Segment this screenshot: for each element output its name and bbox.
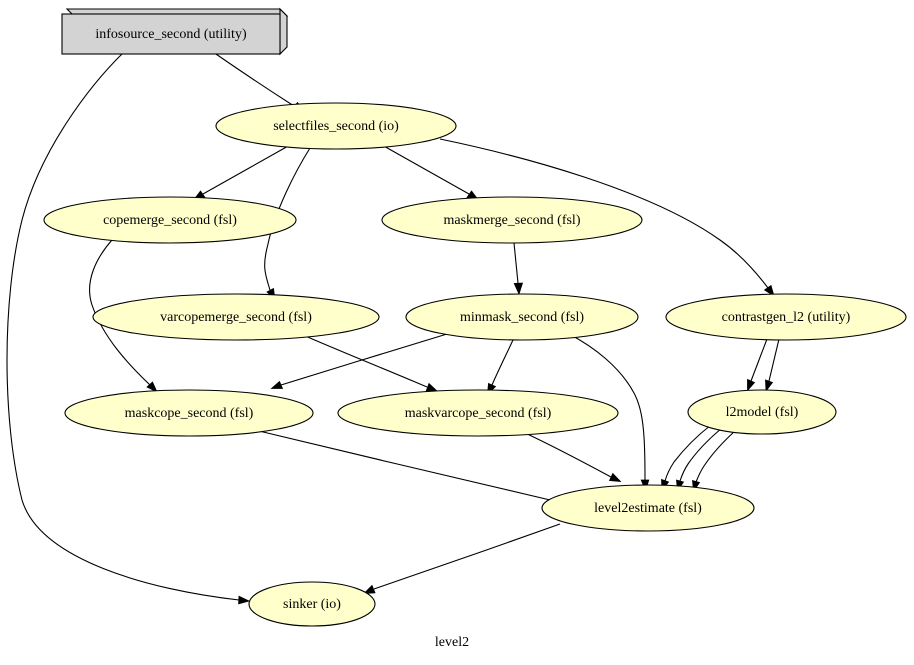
node-shape-selectfiles-second (215, 102, 457, 150)
edge-maskmerge-to-minmask (513, 242, 524, 296)
node-maskcope-second[interactable]: maskcope_second (fsl) (64, 389, 314, 437)
node-shape-contrastgen-l2 (665, 293, 907, 341)
node-label-maskvarcope-second: maskvarcope_second (fsl) (405, 406, 552, 421)
node-maskmerge-second[interactable]: maskmerge_second (fsl) (381, 196, 643, 244)
edge-layer (6, 51, 780, 605)
edge-level2estimate-to-sinker (362, 523, 561, 594)
edge-contrastgen-to-l2model-a (747, 338, 768, 392)
node-shape-maskmerge-second (381, 196, 643, 244)
node-label-infosource-second: infosource_second (utility) (95, 27, 247, 42)
node-shape-maskvarcope-second (337, 389, 619, 437)
node-shape-sinker (248, 581, 376, 627)
node-maskvarcope-second[interactable]: maskvarcope_second (fsl) (337, 389, 619, 437)
node-varcopemerge-second[interactable]: varcopemerge_second (fsl) (92, 293, 380, 341)
node-level2estimate[interactable]: level2estimate (fsl) (541, 484, 755, 532)
edge-minmask-to-maskvarcope (487, 339, 514, 396)
edge-infosource-to-sinker (6, 51, 251, 605)
edge-l2model-to-level2estimate-c (692, 430, 736, 493)
node-shape-varcopemerge-second (92, 293, 380, 341)
edge-selectfiles-to-contrastgen (439, 138, 775, 297)
node-copemerge-second[interactable]: copemerge_second (fsl) (43, 196, 297, 244)
node-layer: infosource_second (utility) selectfiles_… (43, 7, 907, 627)
edge-maskcope-to-level2estimate (258, 430, 579, 509)
node-minmask-second[interactable]: minmask_second (fsl) (405, 293, 639, 341)
node-label-maskmerge-second: maskmerge_second (fsl) (444, 213, 581, 228)
node-label-sinker: sinker (io) (283, 597, 341, 612)
box3d-right-face (279, 7, 288, 56)
node-shape-maskcope-second (64, 389, 314, 437)
node-label-minmask-second: minmask_second (fsl) (460, 310, 584, 325)
edge-selectfiles-to-copemerge (193, 144, 291, 201)
edge-l2model-to-level2estimate-b (676, 427, 723, 493)
node-label-varcopemerge-second: varcopemerge_second (fsl) (160, 310, 312, 325)
node-shape-copemerge-second (43, 196, 297, 244)
box3d-front-face (61, 13, 281, 55)
node-l2model[interactable]: l2model (fsl) (687, 389, 837, 435)
edge-copemerge-to-maskcope (89, 239, 158, 393)
node-infosource-second[interactable]: infosource_second (utility) (61, 7, 289, 56)
edge-minmask-to-maskcope (270, 333, 448, 389)
node-shape-l2model (687, 389, 837, 435)
node-label-level2estimate: level2estimate (fsl) (594, 501, 702, 516)
node-sinker[interactable]: sinker (io) (248, 581, 376, 627)
node-label-contrastgen-l2: contrastgen_l2 (utility) (722, 310, 851, 325)
node-label-selectfiles-second: selectfiles_second (io) (273, 119, 399, 134)
edge-contrastgen-to-l2model-b (765, 338, 780, 393)
graph-title: level2 (435, 635, 469, 650)
edge-maskvarcope-to-level2estimate (522, 431, 622, 482)
edge-selectfiles-to-maskmerge (381, 144, 479, 201)
node-shape-minmask-second (405, 293, 639, 341)
node-contrastgen-l2[interactable]: contrastgen_l2 (utility) (665, 293, 907, 341)
node-label-l2model: l2model (fsl) (726, 405, 799, 420)
edge-infosource-to-selectfiles (212, 51, 304, 111)
edge-l2model-to-level2estimate-a (661, 424, 712, 493)
node-label-copemerge-second: copemerge_second (fsl) (103, 213, 237, 228)
node-selectfiles-second[interactable]: selectfiles_second (io) (215, 102, 457, 150)
node-shape-level2estimate (541, 484, 755, 532)
node-label-maskcope-second: maskcope_second (fsl) (125, 406, 254, 421)
